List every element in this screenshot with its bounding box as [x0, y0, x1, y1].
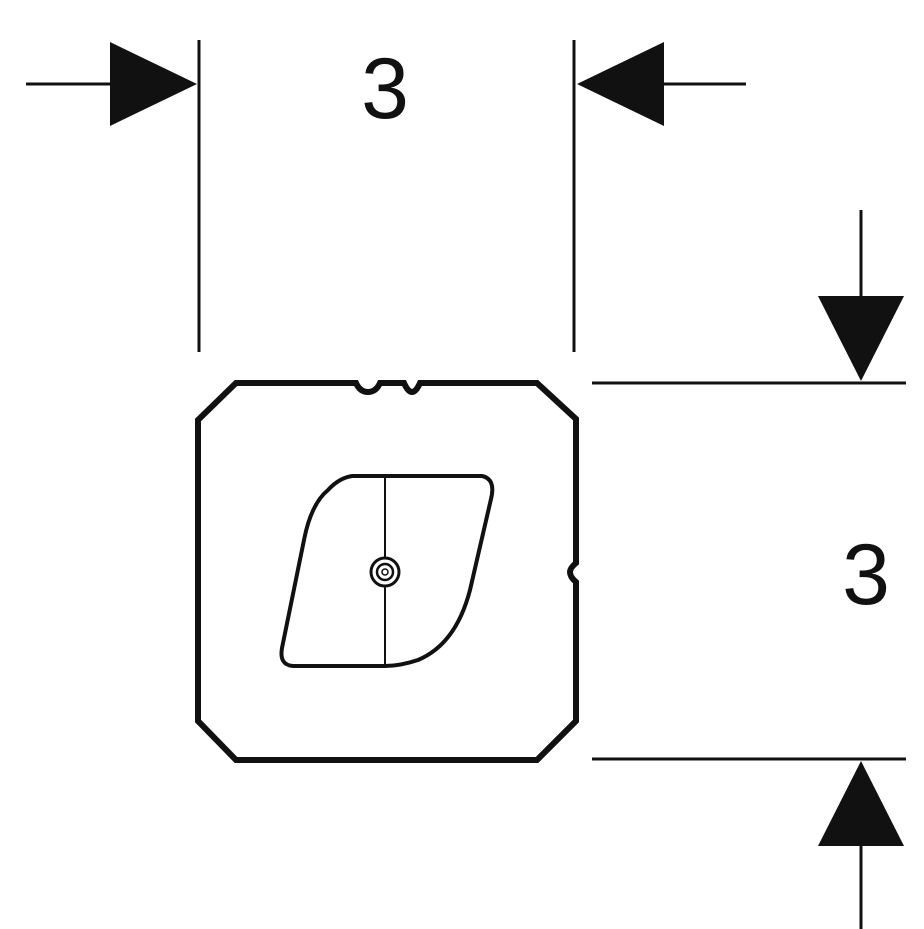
component-body-outline: [195, 380, 579, 763]
height-dimension: 3: [592, 210, 906, 929]
component: [195, 380, 579, 763]
width-arrow-left-icon: [110, 42, 197, 126]
height-dimension-label: 3: [842, 527, 890, 623]
height-arrow-up-icon: [818, 761, 904, 846]
sensor-outer-ring: [369, 556, 401, 588]
height-arrow-down-icon: [818, 296, 904, 381]
sensor-center-dot-icon: [381, 568, 389, 576]
width-dimension: 3: [26, 40, 746, 352]
sensor-middle-ring: [375, 562, 395, 582]
width-arrow-right-icon: [577, 42, 664, 126]
width-dimension-label: 3: [361, 41, 409, 137]
